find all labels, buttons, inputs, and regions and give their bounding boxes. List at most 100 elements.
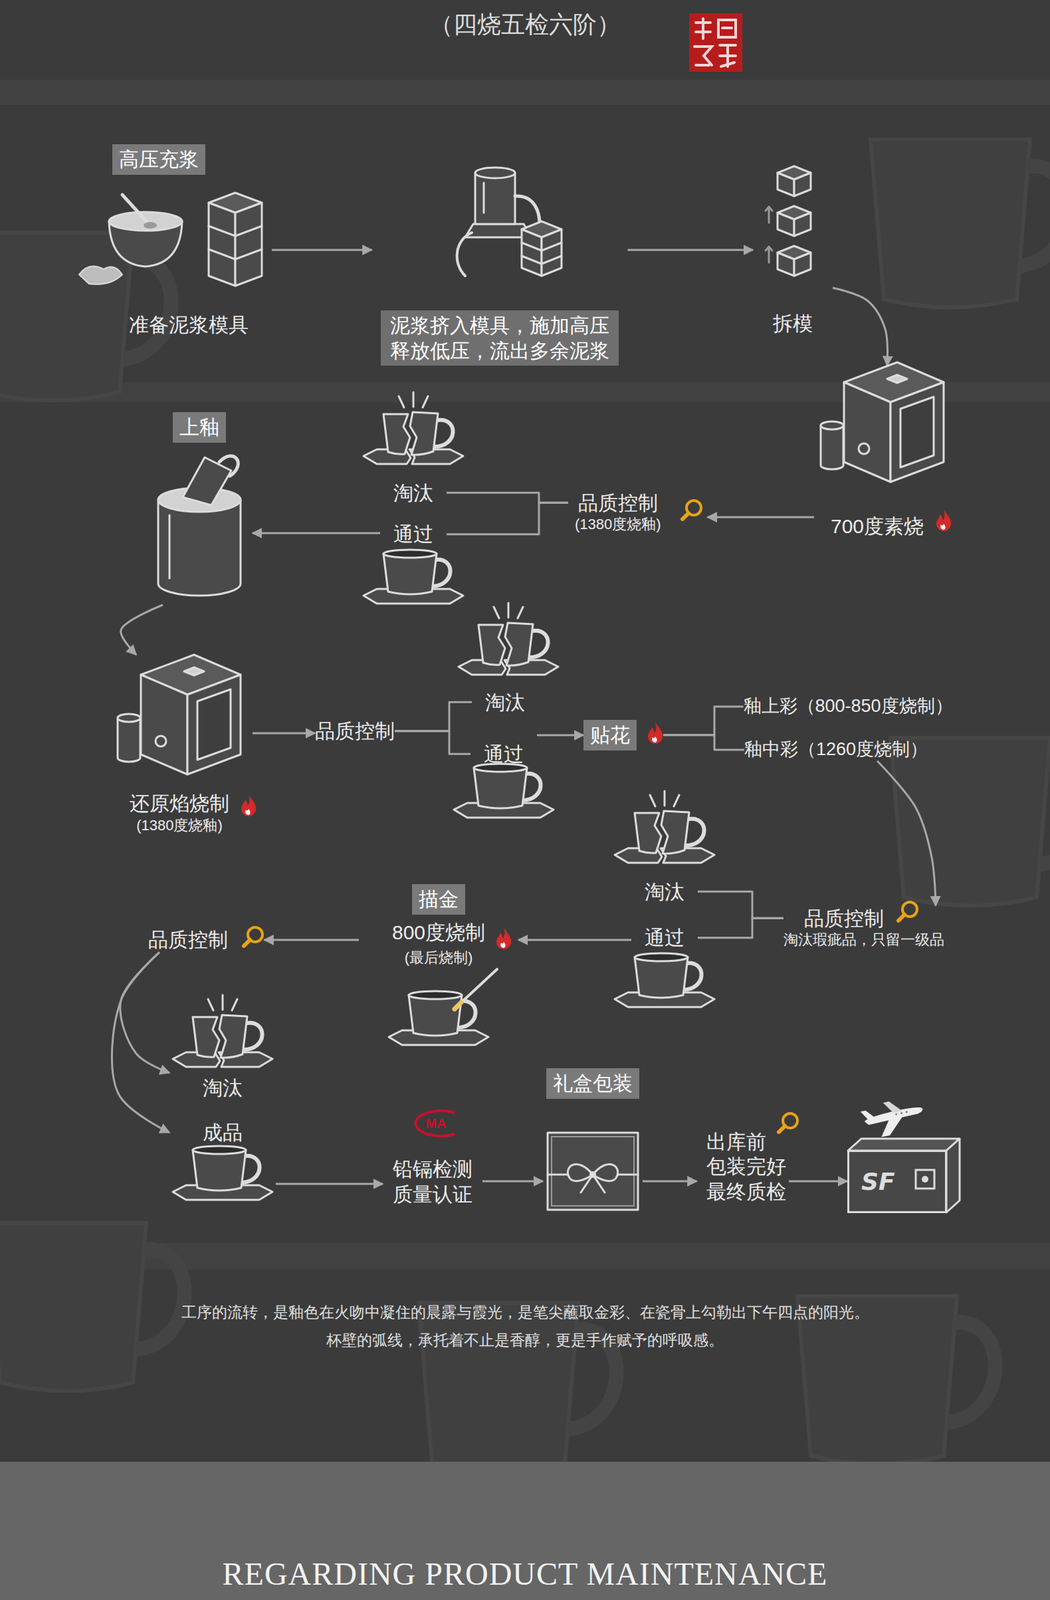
packaging-step: 礼盒包装 [542, 1067, 643, 1221]
pressure-machine-icon [521, 229, 542, 276]
flow-connector [252, 532, 381, 535]
quality-check: 品质控制 [148, 927, 265, 953]
flow-connector [663, 735, 745, 750]
flow-connector [264, 939, 360, 942]
step-tag: 描金 [412, 883, 466, 915]
demold-icon [794, 172, 811, 197]
backdrop-cup [418, 1302, 617, 1471]
glaze-bucket-icon [158, 499, 241, 596]
slurry-mold-icon [143, 221, 157, 229]
airplane-icon [900, 1111, 904, 1115]
flow-connector [275, 1182, 383, 1185]
flow-connector [832, 287, 888, 366]
pressure-machine-icon [515, 196, 540, 224]
step-label: 淘汰 [202, 1075, 243, 1101]
broken-cup-icon [458, 602, 559, 675]
demold-icon [765, 206, 773, 263]
step-label: 通过 [483, 741, 524, 767]
step-label: 淘汰 [485, 689, 525, 716]
glaze-bucket-icon [158, 455, 241, 596]
magnifier-icon [243, 927, 263, 946]
reject-outcome: 淘汰 [169, 1013, 276, 1100]
process-step: 高压充浆准备泥浆模具 [105, 144, 272, 337]
flow-connector [394, 701, 472, 732]
flow-connector [120, 952, 170, 1074]
pressure-machine-icon [475, 172, 516, 224]
pass-outcome: 通过 [631, 917, 698, 1011]
diagram-title: （四烧五检六阶） [429, 9, 621, 39]
step-label: 成品 [202, 1119, 243, 1146]
cma-logo [416, 1110, 455, 1136]
magnifier-icon [778, 1113, 798, 1132]
step-label: 通过 [393, 521, 434, 547]
pressure-machine-icon [457, 167, 562, 276]
slurry-mold-icon [79, 266, 123, 285]
quality-check: 品质控制 [315, 718, 395, 744]
shipping-box-icon [921, 1175, 929, 1183]
flow-connector [877, 760, 936, 906]
broken-cup-icon [172, 994, 273, 1067]
step-label: 淘汰 [393, 480, 434, 506]
fire-icon [241, 794, 256, 817]
pass-outcome: 通过 [470, 724, 537, 821]
flow-connector [697, 917, 784, 938]
slurry-mold-icon [208, 202, 236, 286]
quality-check: 品质控制(1380度烧釉) [568, 490, 708, 534]
cup-icon [172, 1145, 273, 1200]
backdrop-cup [797, 1295, 996, 1465]
step-label: 800度烧制 [392, 919, 486, 945]
step-label: 淘汰 [644, 879, 685, 905]
backdrop-cup [0, 1222, 185, 1391]
decal-option: 釉上彩（800-850度烧制） [743, 695, 953, 718]
shipping-box: SF [847, 1149, 947, 1213]
airplane-icon [905, 1110, 908, 1114]
demold-icon [765, 166, 811, 276]
flow-connector [536, 734, 584, 737]
firing-step: 还原焰烧制(1380度烧釉) [106, 654, 253, 835]
process-step: 上釉 [146, 412, 253, 605]
shipping-box-icon [915, 1169, 935, 1189]
process-step: 贴花 [583, 719, 637, 751]
shipping-box-icon [847, 1138, 960, 1151]
step-tag: 贴花 [583, 719, 637, 751]
demold-icon [777, 252, 795, 276]
kiln-icon [117, 654, 241, 775]
flow-connector [663, 706, 744, 735]
airplane-icon [877, 1113, 908, 1138]
shelf-band [0, 79, 1050, 105]
magnifier-icon [898, 901, 918, 921]
demold-icon [794, 212, 811, 236]
brush-icon [454, 968, 498, 1009]
flow-connector [271, 249, 373, 252]
finished-product: 成品 [169, 1119, 276, 1207]
gift-box-icon [547, 1132, 638, 1210]
flow-connector [697, 891, 784, 918]
red-seal [689, 13, 743, 72]
shipping-box-icon [946, 1138, 960, 1213]
gift-box-icon [589, 1170, 597, 1178]
decal-option: 釉中彩（1260度烧制） [744, 738, 928, 761]
note-text: (1380度烧釉) [574, 515, 662, 534]
magnifier-icon [682, 500, 702, 520]
backdrop-cup [870, 139, 1050, 308]
broken-cup-icon [614, 790, 715, 863]
slurry-mold-icon [235, 202, 262, 286]
step-tag: 高压充浆 [112, 144, 206, 175]
cert-mark-text: MA [425, 1115, 447, 1131]
brush-icon [459, 968, 498, 1004]
flow-connector [120, 604, 163, 655]
logo-text: SF [861, 1166, 896, 1197]
demold-icon [777, 212, 795, 236]
fire-icon [647, 722, 663, 744]
option-label: 釉上彩（800-850度烧制） [743, 695, 953, 718]
airplane-icon [860, 1108, 876, 1122]
kiln-icon [820, 362, 944, 482]
reject-outcome: 淘汰 [631, 817, 698, 904]
pressure-machine-icon [457, 232, 472, 276]
flow-connector [788, 1180, 848, 1183]
cma-logo [416, 1110, 455, 1136]
flow-connector [642, 1180, 698, 1183]
option-label: 釉中彩（1260度烧制） [744, 738, 928, 761]
flow-connector [482, 1180, 543, 1183]
